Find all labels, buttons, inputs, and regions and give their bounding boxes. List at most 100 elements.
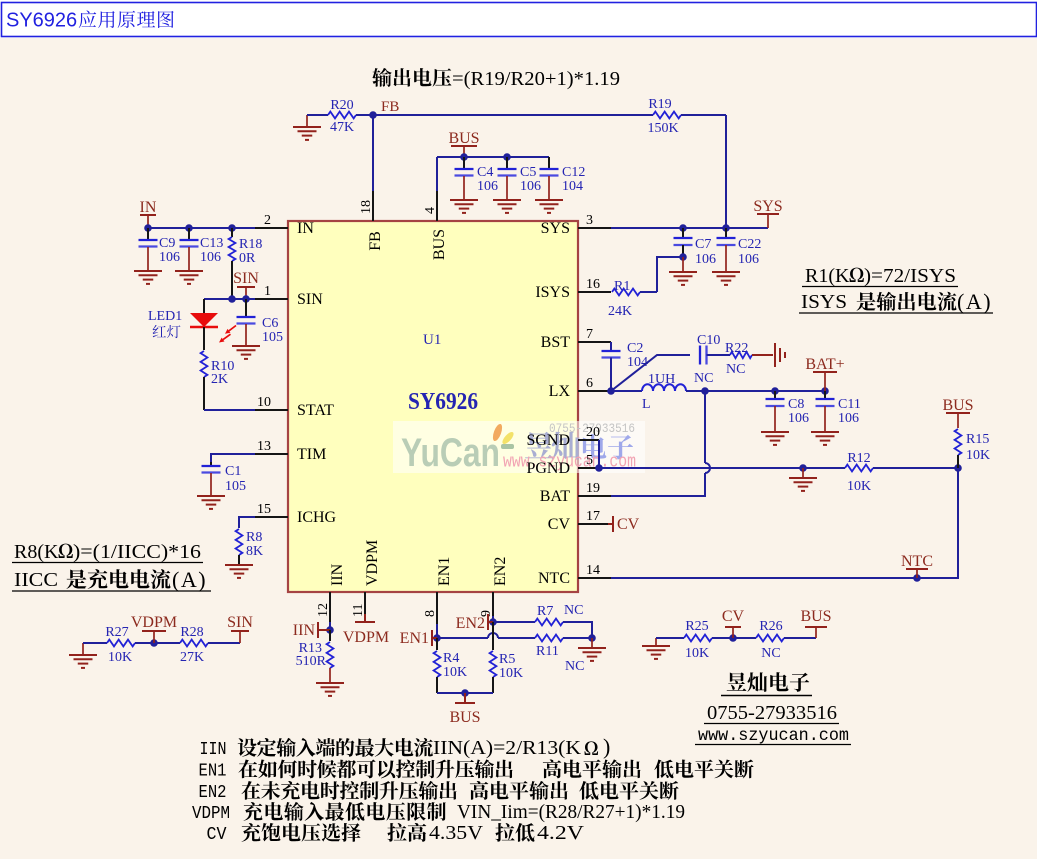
svg-text:R12: R12 [847,451,870,466]
svg-text:10K: 10K [108,650,132,665]
svg-text:BAT+: BAT+ [805,356,844,373]
svg-text:VDPM: VDPM [192,804,230,824]
svg-text:19: 19 [586,481,600,496]
svg-text:STAT: STAT [297,402,334,419]
svg-text:)=(1/IICC)*16: )=(1/IICC)*16 [73,541,201,563]
svg-text:C5: C5 [520,165,536,180]
svg-text:0755-27933516: 0755-27933516 [707,702,837,724]
svg-text:1UH: 1UH [648,372,675,387]
svg-text:ISYS: ISYS [801,291,847,313]
svg-text:C1: C1 [225,464,241,479]
svg-text:NC: NC [564,603,583,618]
svg-text:ICHG: ICHG [297,509,337,526]
svg-text:LED1: LED1 [148,309,182,324]
svg-text:10K: 10K [966,448,990,463]
svg-text:BUS: BUS [800,608,831,625]
svg-text:R13: R13 [299,641,322,656]
svg-text:EN1: EN1 [199,762,227,782]
svg-text:SIN: SIN [297,291,323,308]
svg-text:YuCan: YuCan [401,431,500,475]
svg-text:BUS: BUS [942,397,973,414]
svg-text:U1: U1 [423,332,441,348]
svg-text:4: 4 [423,207,438,214]
svg-text:CV: CV [548,516,571,533]
svg-text:0755-27933516: 0755-27933516 [549,422,635,436]
svg-text:PGND: PGND [526,460,570,477]
svg-text:BUS: BUS [449,709,480,726]
svg-text:TIM: TIM [297,446,326,463]
svg-text:R25: R25 [685,619,708,634]
svg-text:VDPM: VDPM [343,629,389,646]
svg-text:FB: FB [367,231,384,251]
svg-text:L: L [642,397,651,412]
svg-text:)=72/ISYS: )=72/ISYS [864,265,956,287]
svg-text:8: 8 [423,610,438,617]
svg-text:IIN: IIN [293,622,316,639]
svg-text:(A): (A) [172,567,207,592]
svg-text:R8(K: R8(K [14,541,59,563]
svg-text:11: 11 [351,604,366,617]
svg-text:BST: BST [541,334,571,351]
svg-text:VIN_Iim=(R28/R27+1)*1.19: VIN_Iim=(R28/R27+1)*1.19 [457,801,685,823]
svg-text:R5: R5 [499,652,515,667]
svg-text:2K: 2K [211,372,228,387]
svg-text:SYS: SYS [541,220,570,237]
svg-text:C12: C12 [562,165,585,180]
svg-text:8K: 8K [246,544,263,559]
svg-text:SIN: SIN [233,270,259,287]
svg-text:ISYS: ISYS [535,284,570,301]
svg-text:24K: 24K [608,304,632,319]
svg-text:C6: C6 [262,316,278,331]
svg-text:R20: R20 [330,98,353,113]
svg-text:106: 106 [477,179,498,194]
svg-text:VDPM: VDPM [131,614,177,631]
svg-text:R18: R18 [239,237,262,252]
svg-text:4.35V: 4.35V [429,822,484,844]
svg-text:104: 104 [562,179,583,194]
svg-text:www.szyucan.com: www.szyucan.com [698,726,849,746]
svg-text:C7: C7 [695,237,711,252]
svg-text:SY6926: SY6926 [6,10,77,32]
svg-text:C4: C4 [477,165,493,180]
svg-text:C10: C10 [697,333,720,348]
svg-text:18: 18 [359,200,374,214]
svg-text:27K: 27K [180,650,204,665]
svg-text:1: 1 [264,284,271,299]
svg-text:R22: R22 [725,341,748,356]
svg-text:IICC: IICC [14,569,58,591]
svg-text:20: 20 [586,425,600,440]
svg-text:NC: NC [565,659,584,674]
svg-text:): ) [603,734,610,759]
svg-text:150K: 150K [647,121,678,136]
svg-text:LX: LX [549,383,571,400]
svg-text:R1: R1 [614,279,630,294]
svg-text:BAT: BAT [540,488,570,505]
svg-text:2: 2 [264,213,271,228]
svg-text:C22: C22 [738,237,761,252]
svg-text:17: 17 [586,509,600,524]
svg-text:CV: CV [617,516,640,533]
svg-text:7: 7 [586,327,593,342]
svg-text:10K: 10K [443,665,467,680]
svg-text:9: 9 [479,610,494,617]
svg-text:SY6926: SY6926 [408,389,478,415]
svg-text:R28: R28 [180,625,203,640]
svg-text:SIN: SIN [227,614,253,631]
svg-text:SYS: SYS [753,198,782,215]
svg-text:BUS: BUS [448,130,479,147]
svg-text:106: 106 [520,179,541,194]
svg-text:C8: C8 [788,397,804,412]
svg-text:106: 106 [200,250,221,265]
svg-text:IN: IN [297,220,314,237]
svg-text:510R: 510R [296,654,327,669]
svg-text:10K: 10K [685,646,709,661]
svg-text:106: 106 [788,411,809,426]
svg-text:R11: R11 [536,644,559,659]
svg-text:10: 10 [257,395,271,410]
svg-text:IIN: IIN [200,740,227,760]
svg-text:=(R19/R20+1)*1.19: =(R19/R20+1)*1.19 [452,68,620,90]
svg-text:IIN: IIN [329,563,346,586]
svg-text:EN2: EN2 [492,557,509,586]
svg-text:106: 106 [159,250,180,265]
svg-text:NC: NC [694,371,713,386]
